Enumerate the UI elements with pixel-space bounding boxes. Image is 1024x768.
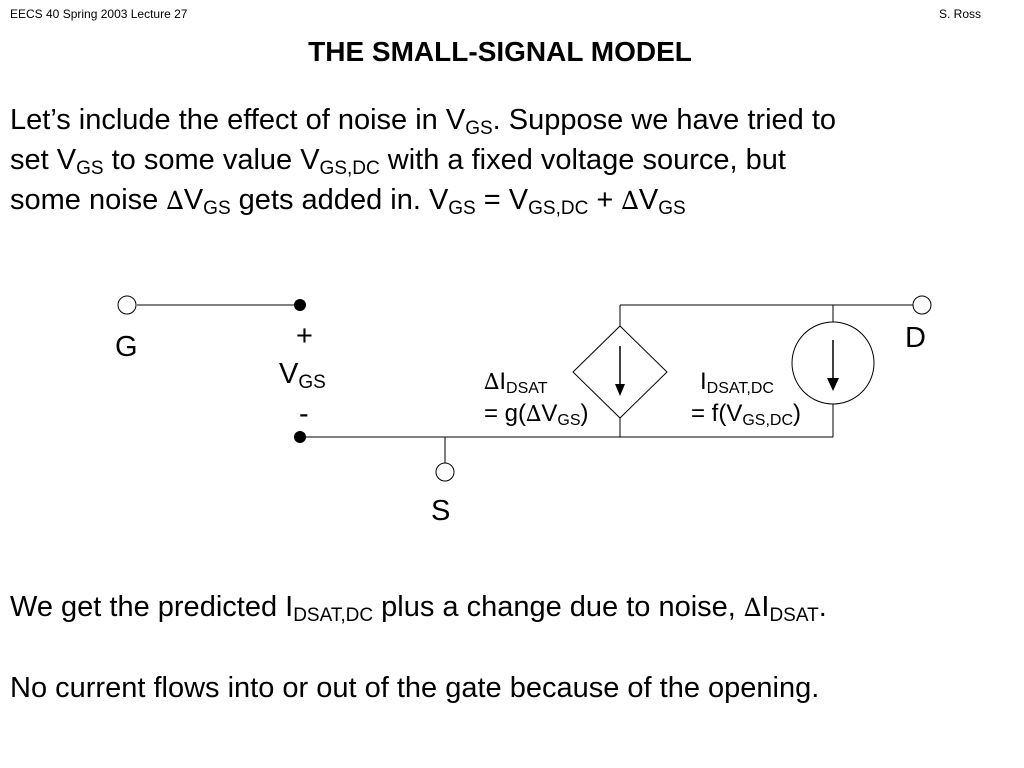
minus-sign: - <box>299 398 309 430</box>
dep-source-label: ∆IDSAT <box>484 368 548 397</box>
dependent-current-source <box>572 325 668 419</box>
ind-source-label: IDSAT,DC <box>700 368 774 397</box>
gate-opening-dot <box>294 299 306 311</box>
ind-arrow-head <box>827 378 839 391</box>
plus-sign: + <box>296 320 313 352</box>
vgs-label: VGS <box>279 358 326 393</box>
dep-source-equation: = g(∆VGS) <box>484 400 589 429</box>
intro-line-3: some noise ∆VGS gets added in. VGS = VGS… <box>10 184 686 219</box>
source-opening-dot <box>294 431 306 443</box>
intro-line-1: Let’s include the effect of noise in VGS… <box>10 104 837 139</box>
lecture-header: EECS 40 Spring 2003 Lecture 27 <box>10 7 188 21</box>
source-terminal <box>435 462 455 482</box>
dep-arrow-head <box>615 384 625 396</box>
drain-label: D <box>905 322 926 354</box>
source-label: S <box>431 495 451 527</box>
intro-line-2: set VGS to some value VGS,DC with a fixe… <box>10 144 786 179</box>
conclusion-line-2: No current flows into or out of the gate… <box>10 672 820 704</box>
page-title: THE SMALL-SIGNAL MODEL <box>308 36 692 67</box>
gate-terminal <box>117 295 137 315</box>
author-header: S. Ross <box>939 7 982 21</box>
ind-source-equation: = f(VGS,DC) <box>691 400 802 429</box>
independent-current-source <box>791 321 875 405</box>
drain-terminal <box>912 295 932 315</box>
conclusion-line-1: We get the predicted IDSAT,DC plus a cha… <box>10 591 827 626</box>
gate-label: G <box>115 331 138 363</box>
